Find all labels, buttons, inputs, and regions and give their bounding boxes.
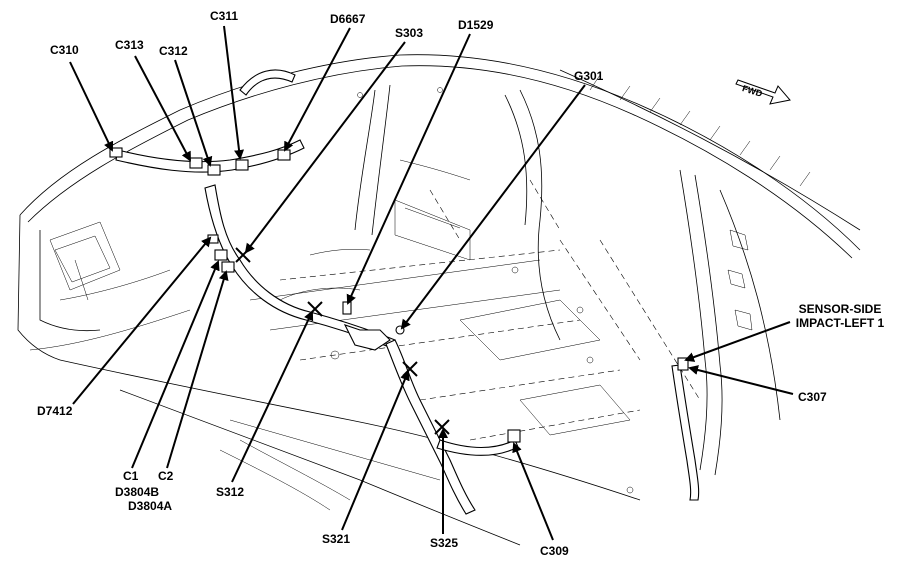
connector-c312	[207, 164, 221, 176]
connector-c309	[507, 429, 521, 443]
connector-c2	[221, 261, 235, 273]
connector-c307	[677, 357, 689, 371]
leader-d6667	[284, 27, 351, 152]
label-sensor-side-line2: IMPACT-LEFT 1	[795, 316, 885, 330]
harness-main	[115, 69, 700, 515]
label-sensor-side-line1: SENSOR-SIDE	[798, 302, 882, 316]
leader-sensor	[684, 321, 791, 362]
leader-d7412	[72, 236, 212, 405]
fwd-arrow-icon	[735, 79, 791, 105]
label-c310: C310	[50, 43, 79, 57]
label-d6667: D6667	[330, 12, 366, 26]
leader-c307	[688, 365, 794, 395]
label-s321: S321	[322, 532, 351, 546]
label-c313: C313	[115, 38, 144, 52]
label-c309: C309	[540, 544, 569, 558]
leader-c309	[512, 442, 554, 541]
label-s325: S325	[430, 536, 459, 550]
leader-s321	[341, 370, 410, 531]
connector-c311	[235, 159, 249, 171]
label-c311: C311	[210, 9, 239, 23]
leader-lines	[69, 25, 794, 541]
label-s312: S312	[216, 485, 245, 499]
leader-c310	[69, 61, 114, 152]
leader-c311	[223, 25, 245, 160]
label-c1: C1	[123, 469, 139, 483]
leader-d1529	[346, 33, 471, 305]
label-d7412: D7412	[37, 404, 73, 418]
label-d3804b: D3804B	[115, 485, 160, 499]
leader-c1	[131, 260, 220, 469]
label-c312: C312	[159, 44, 188, 58]
label-s303: S303	[395, 26, 424, 40]
connectors	[109, 147, 689, 443]
leader-s303	[244, 41, 406, 254]
connector-c310	[109, 147, 123, 158]
leader-c2	[166, 270, 229, 469]
leader-g301	[400, 84, 586, 330]
connector-c1	[214, 249, 228, 261]
label-g301: G301	[574, 69, 604, 83]
connector-d1529	[342, 301, 352, 315]
leader-c313	[134, 55, 191, 162]
label-d1529: D1529	[458, 18, 494, 32]
body-outline	[17, 54, 861, 546]
connector-d6667	[277, 149, 291, 161]
connector-c313	[189, 157, 203, 169]
leader-s312	[231, 310, 314, 483]
label-d3804a: D3804A	[128, 499, 173, 513]
label-c2: C2	[158, 469, 174, 483]
label-c307: C307	[798, 390, 827, 404]
leader-c312	[174, 59, 213, 167]
